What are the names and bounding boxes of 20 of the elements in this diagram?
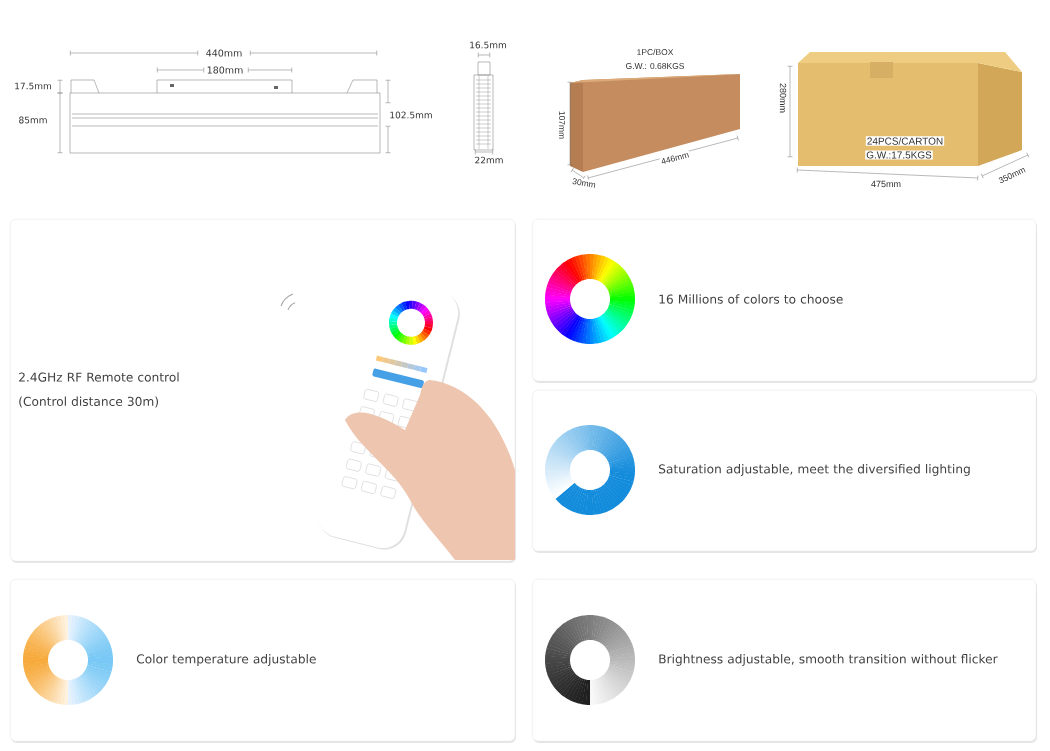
- dimension-label: 17.5mm: [13, 81, 53, 91]
- dimension-label: 16.5mm: [468, 40, 508, 50]
- dimension-label: 30mm: [570, 176, 598, 190]
- dimension-label: 102.5mm: [388, 110, 434, 120]
- dimension-label: 85mm: [17, 115, 49, 125]
- dimension-label: 107mm: [558, 109, 566, 141]
- box-text: G.W.: 0.68KGS: [624, 62, 686, 70]
- feature-card: Color temperature adjustable: [10, 579, 516, 743]
- dimension-label: 440mm: [204, 48, 244, 58]
- dimension-label: 446mm: [659, 150, 691, 166]
- feature-card: 16 Millions of colors to choose: [532, 219, 1037, 383]
- dimension-label: 22mm: [473, 155, 505, 165]
- dimension-label: 180mm: [205, 65, 245, 75]
- dimension-label: 475mm: [870, 179, 902, 189]
- box-text: G.W.:17.5KGS: [865, 150, 933, 160]
- dimension-label: 280mm: [778, 82, 788, 114]
- feature-card: Brightness adjustable, smooth transition without flicker: [532, 579, 1037, 743]
- box-text: 1PC/BOX: [635, 47, 675, 57]
- box-text: 24PCS/CARTON: [865, 136, 945, 146]
- feature-card: Saturation adjustable, meet the diversified lighting: [532, 390, 1037, 553]
